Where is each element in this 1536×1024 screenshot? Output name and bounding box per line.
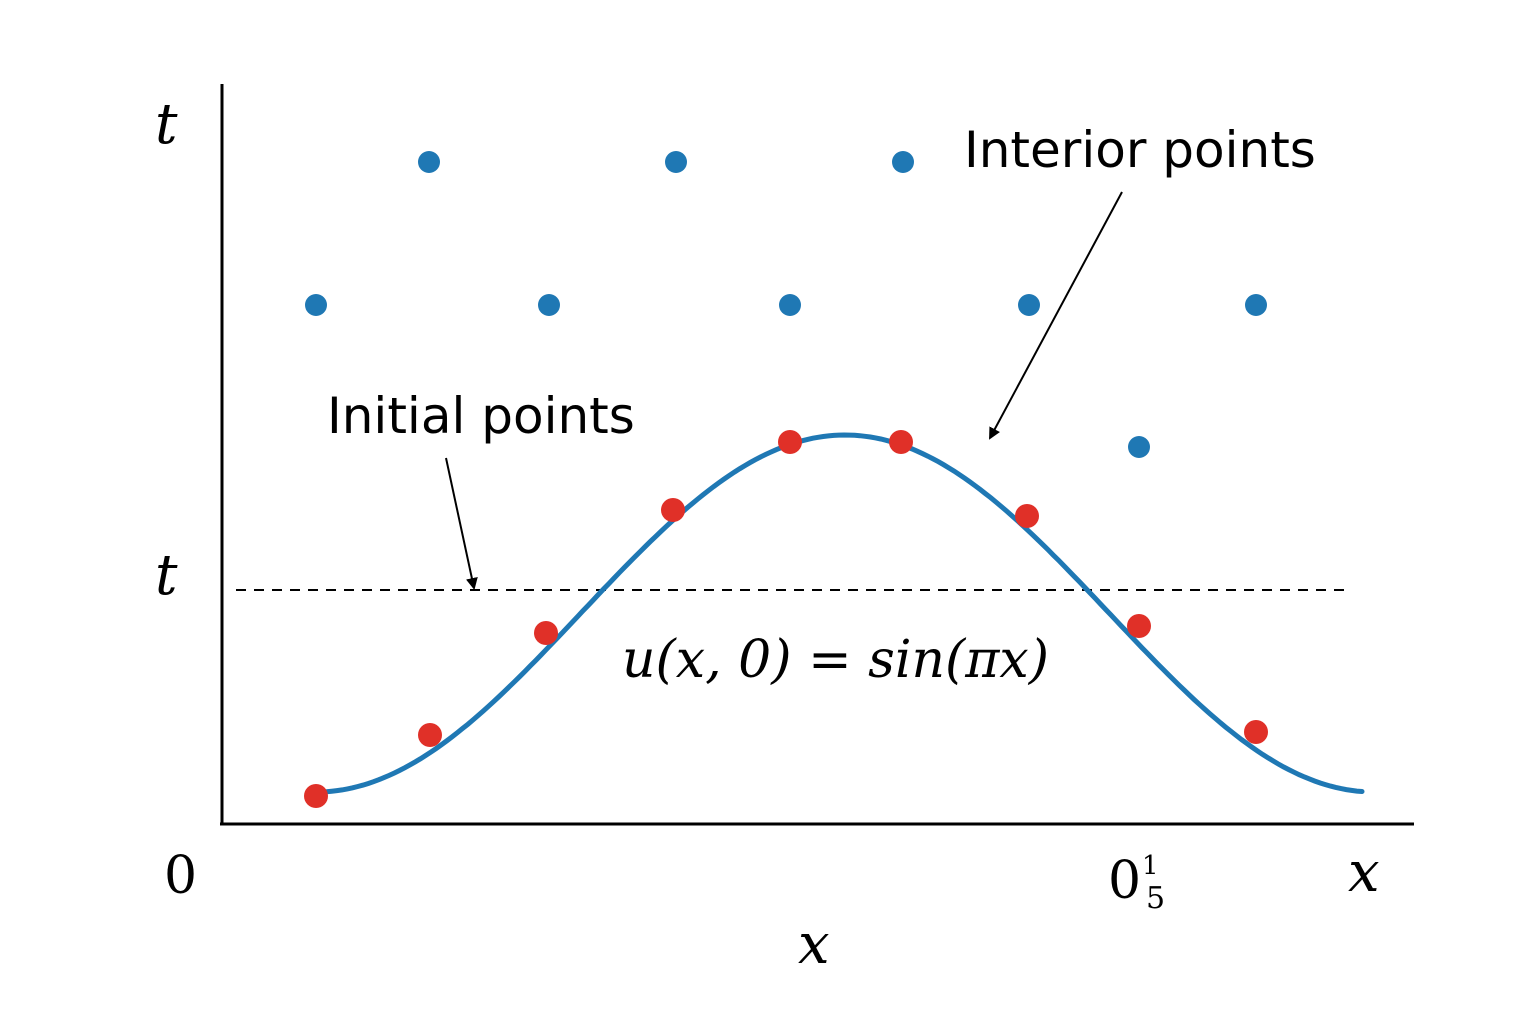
x-tick-main: 0 [1108,851,1141,911]
interior-point [1128,436,1150,458]
x-axis-end-label: x [1348,840,1380,905]
initial-point [1127,614,1151,638]
origin-label: 0 [164,846,197,906]
interior-point [538,294,560,316]
x-tick-sup: 1 [1142,851,1159,881]
interior-point [305,294,327,316]
initial-point [418,723,442,747]
interior-point [892,151,914,173]
initial-point [304,784,328,808]
initial-point [534,621,558,645]
x-tick-sub: 5 [1146,881,1165,916]
interior-point [665,151,687,173]
axes [220,84,1414,826]
interior-points [305,151,1267,458]
interior-point [418,151,440,173]
initial-point [1015,504,1039,528]
initial-points-label: Initial points [327,387,635,445]
initial-point [778,430,802,454]
initial-arrow-icon [445,457,478,590]
interior-points-label: Interior points [964,121,1316,179]
interior-point [779,294,801,316]
t-label-mid: t [155,543,178,608]
interior-point [1245,294,1267,316]
initial-point [889,430,913,454]
initial-point [1244,720,1268,744]
interior-arrow-icon [989,191,1123,440]
sine-curve [313,432,1365,795]
t-label-top: t [155,92,178,157]
initial-point [661,498,685,522]
initial-condition-equation: u(x, 0) = sin(πx) [622,630,1049,690]
interior-point [1018,294,1040,316]
x-axis-caption: x [798,912,830,977]
x-tick-label: 0 1 5 [1108,851,1165,916]
initial-points [304,430,1268,808]
